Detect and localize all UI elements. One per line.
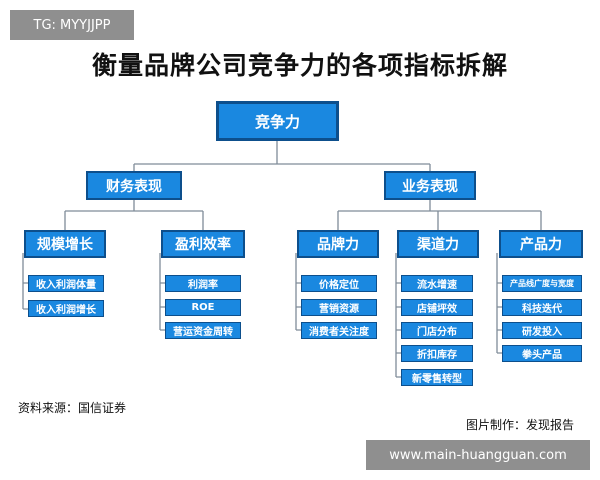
leaf-new-retail: 新零售转型 <box>401 369 473 386</box>
tg-tag: TG: MYYJJPP <box>10 10 134 40</box>
leaf-working-capital-turnover: 营运资金周转 <box>165 322 241 339</box>
leaf-rd-investment: 研发投入 <box>502 322 582 339</box>
scale-growth-node: 规模增长 <box>24 230 106 258</box>
profit-efficiency-node: 盈利效率 <box>161 230 245 258</box>
credit-note: 图片制作：发现报告 <box>466 418 575 432</box>
leaf-marketing-resources: 营销资源 <box>301 299 377 316</box>
leaf-discount-inventory: 折扣库存 <box>401 345 473 362</box>
product-power-node: 产品力 <box>499 230 583 258</box>
brand-power-node: 品牌力 <box>297 230 379 258</box>
root-node: 竞争力 <box>216 101 339 141</box>
watermark-banner: www.main-huangguan.com <box>366 440 590 470</box>
leaf-revenue-profit-growth: 收入利润增长 <box>28 300 104 317</box>
business-node: 业务表现 <box>384 171 476 200</box>
diagram-title: 衡量品牌公司竞争力的各项指标拆解 <box>91 51 508 80</box>
leaf-price-positioning: 价格定位 <box>301 275 377 292</box>
channel-power-node: 渠道力 <box>397 230 479 258</box>
finance-node: 财务表现 <box>86 171 182 200</box>
leaf-flagship-product: 拳头产品 <box>502 345 582 362</box>
leaf-revenue-profit-volume: 收入利润体量 <box>28 275 104 292</box>
leaf-consumer-attention: 消费者关注度 <box>301 322 377 339</box>
leaf-sales-growth: 流水增速 <box>401 275 473 292</box>
leaf-roe: ROE <box>165 299 241 316</box>
leaf-tech-iteration: 科技迭代 <box>502 299 582 316</box>
leaf-store-distribution: 门店分布 <box>401 322 473 339</box>
leaf-store-efficiency: 店铺坪效 <box>401 299 473 316</box>
leaf-product-line-breadth: 产品线广度与宽度 <box>502 275 582 292</box>
source-note: 资料来源：国信证券 <box>18 401 127 415</box>
leaf-profit-margin: 利润率 <box>165 275 241 292</box>
